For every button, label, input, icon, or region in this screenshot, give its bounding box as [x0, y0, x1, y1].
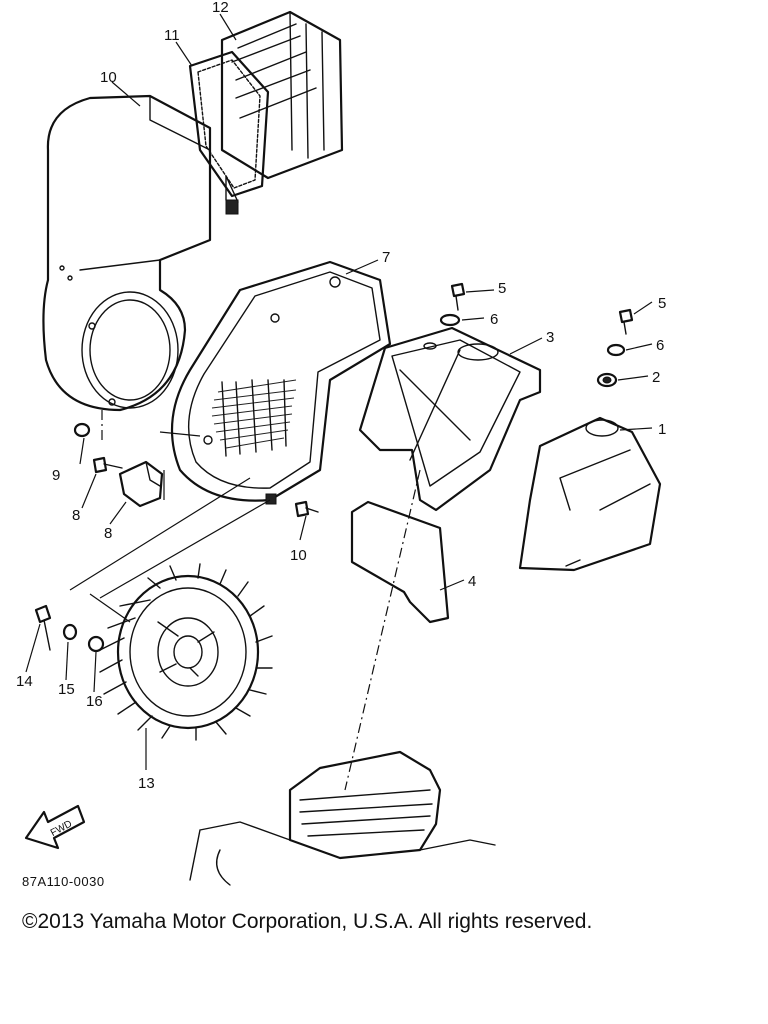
diagram-code: 87A110-0030 — [22, 874, 105, 889]
callout-4: 4 — [468, 573, 476, 590]
fwd-arrow-icon: FWD — [24, 804, 86, 850]
callout-9: 8 — [72, 507, 80, 524]
callout-14: 12 — [212, 0, 229, 16]
part-13-gasket — [188, 50, 270, 215]
hardware-bolts-washers — [34, 282, 634, 653]
callout-18: 16 — [86, 693, 103, 710]
part-3-bracket — [358, 326, 542, 512]
part-15-cooling-fan — [99, 563, 273, 741]
part-14-filter-box — [220, 10, 344, 180]
part-4-cover-plate — [350, 500, 450, 624]
callout-5b: 5 — [658, 295, 666, 312]
assembly-lines — [69, 410, 421, 791]
callout-16: 14 — [16, 673, 33, 690]
callout-13: 11 — [164, 27, 180, 44]
callout-5a: 5 — [498, 280, 506, 297]
callout-2: 2 — [652, 369, 660, 386]
callout-8-text: 8 — [104, 525, 112, 542]
fwd-label: FWD — [49, 819, 74, 839]
callout-labels: 12 11 10 7 5 6 3 5 6 2 1 4 9 8 14 15 16 … — [16, 0, 666, 792]
callout-15: 13 — [138, 775, 155, 792]
part-1-side-cover — [518, 416, 662, 572]
callout-1: 1 — [658, 421, 666, 438]
callout-11: 9 — [52, 467, 60, 484]
callout-6a: 6 — [490, 311, 498, 328]
engine-silhouette — [189, 750, 496, 886]
callout-12: 10 — [100, 69, 117, 86]
callout-7: 7 — [382, 249, 390, 266]
callout-17: 15 — [58, 681, 75, 698]
part-12-air-shroud — [42, 94, 212, 412]
callout-10-text: 10 — [290, 547, 307, 564]
callout-6b: 6 — [656, 337, 664, 354]
part-7-fan-housing — [170, 260, 392, 505]
callout-3: 3 — [546, 329, 554, 346]
parts-diagram: 12 11 10 7 5 6 3 5 6 2 1 4 9 8 14 15 16 … — [16, 0, 666, 886]
copyright-notice: ©2013 Yamaha Motor Corporation, U.S.A. A… — [22, 910, 593, 933]
callout-leaders — [25, 13, 653, 770]
